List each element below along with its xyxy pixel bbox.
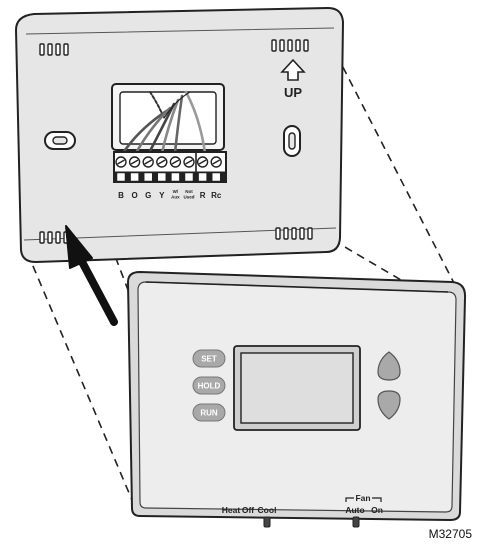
terminal-screws <box>115 156 222 181</box>
terminal-screw-r <box>196 156 209 181</box>
terminal-label-w-aux: W/Aux <box>171 189 180 200</box>
thermostat-top-edge <box>145 281 449 293</box>
terminal-label-y: Y <box>159 191 165 200</box>
projection-line-top-right <box>329 41 456 286</box>
set-button[interactable]: SET <box>192 349 226 368</box>
up-arrow-icon <box>280 58 306 81</box>
wire-o <box>134 106 172 155</box>
fan-switch-knob[interactable] <box>352 516 360 528</box>
system-switch[interactable]: Heat Off Cool <box>222 505 277 528</box>
projection-line-bottom-left <box>21 239 133 501</box>
terminal-screw-rc <box>210 156 222 181</box>
thermostat-wires <box>121 90 207 155</box>
fan-switch[interactable]: Fan Auto On <box>345 493 383 528</box>
terminal-label-rc: Rc <box>211 191 222 200</box>
wire-w <box>173 94 184 155</box>
wallplate-slots <box>39 39 313 244</box>
run-button[interactable]: RUN <box>192 403 226 422</box>
fan-switch-title: Fan <box>355 493 370 503</box>
temperature-up-button[interactable] <box>377 351 401 381</box>
fan-switch-auto-label: Auto <box>345 505 364 515</box>
terminal-label-o: O <box>131 191 137 200</box>
run-button-label: RUN <box>200 409 218 418</box>
terminal-screw-w-aux <box>169 156 182 181</box>
terminal-screw-not-used <box>183 156 195 181</box>
terminal-screw-g <box>142 156 154 181</box>
system-switch-off-label: Off <box>242 505 254 515</box>
set-button-label: SET <box>201 355 217 364</box>
terminal-label-g: G <box>145 191 151 200</box>
terminal-base <box>113 171 227 183</box>
wire-y <box>160 98 180 155</box>
left-mounting-hole <box>44 131 76 150</box>
wire-r <box>184 90 207 155</box>
terminal-screw-o <box>128 156 141 181</box>
hold-button[interactable]: HOLD <box>192 376 226 395</box>
thermostat-front: SET HOLD RUN Heat Off Cool <box>126 270 467 528</box>
lcd-display <box>233 345 361 431</box>
system-switch-knob[interactable] <box>263 516 271 528</box>
projection-line-bottom-right <box>332 239 419 291</box>
figure-id: M32705 <box>429 527 473 541</box>
fan-switch-bracket <box>345 497 382 502</box>
direction-arrow-icon <box>65 225 118 326</box>
terminal-label-b: B <box>118 191 124 200</box>
temperature-down-button[interactable] <box>377 390 401 420</box>
up-label: UP <box>284 85 302 100</box>
fan-switch-on-label: On <box>371 505 383 515</box>
terminal-screw-b <box>115 156 127 181</box>
terminal-label-r: R <box>200 191 206 200</box>
system-switch-cool-label: Cool <box>258 505 277 515</box>
system-switch-heat-label: Heat <box>222 505 241 515</box>
terminal-screw-y <box>156 156 168 181</box>
right-mounting-hole <box>283 125 301 157</box>
hold-button-label: HOLD <box>198 382 221 391</box>
wire-bundle <box>163 91 191 119</box>
